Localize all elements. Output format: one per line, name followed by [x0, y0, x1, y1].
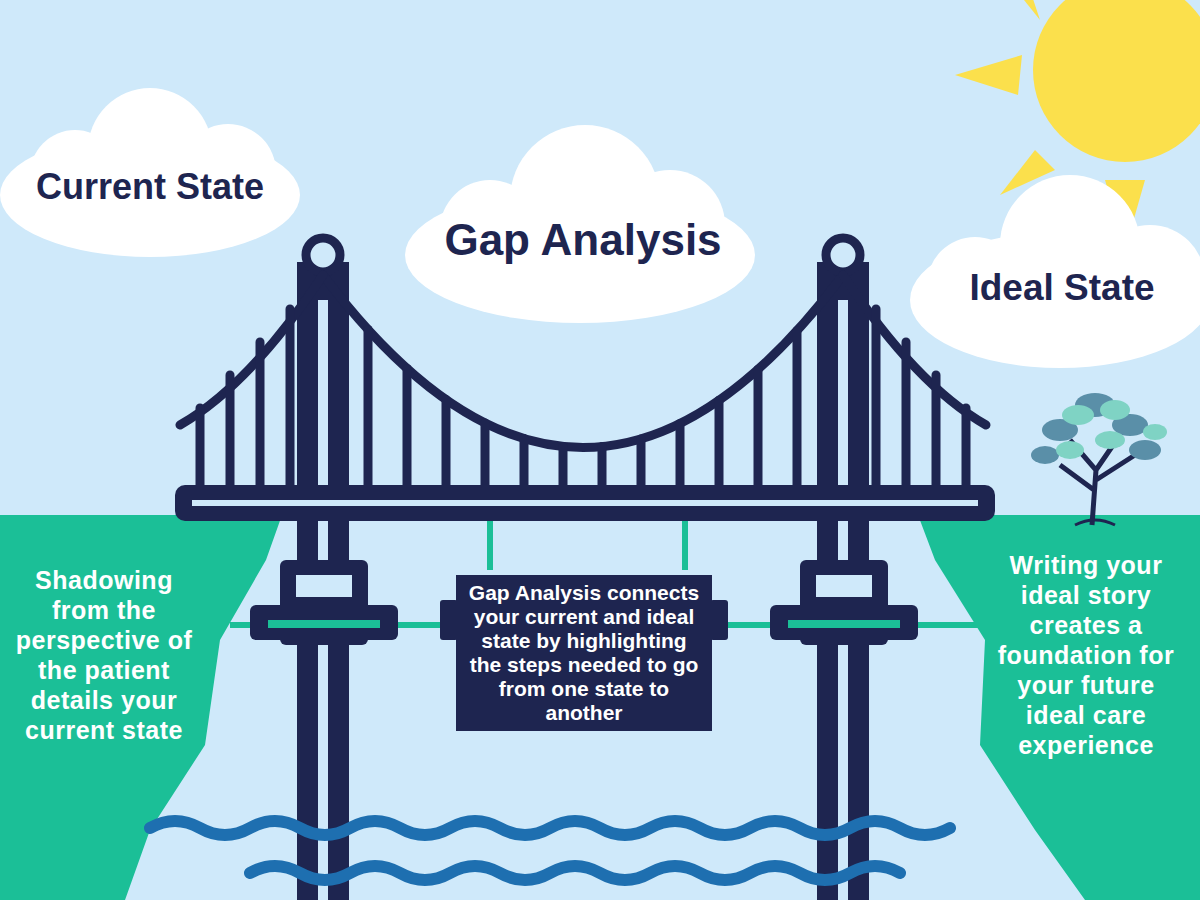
note-text: Writing your ideal story creates a found… — [986, 550, 1186, 760]
hanger — [196, 408, 205, 487]
hanger — [442, 400, 451, 487]
hanger — [481, 423, 490, 487]
state-heading: Gap Analysis — [418, 215, 748, 265]
water-waves — [150, 821, 950, 880]
note-text: Gap Analysis connects your current and i… — [464, 581, 704, 725]
hanger — [403, 368, 412, 487]
hanger — [902, 342, 911, 487]
hanger — [872, 309, 881, 487]
hanger — [559, 446, 568, 487]
state-heading: Ideal State — [917, 267, 1200, 309]
hanger — [598, 447, 607, 487]
land-note: Shadowing from the perspective of the pa… — [4, 565, 204, 745]
note-text: Shadowing from the perspective of the pa… — [4, 565, 204, 745]
cloud-label: Current State — [5, 166, 295, 208]
cables — [180, 275, 986, 487]
cloud-label: Ideal State — [917, 267, 1200, 309]
hanger — [932, 375, 941, 487]
hanger — [286, 309, 295, 487]
towers — [250, 238, 918, 900]
land — [0, 515, 1200, 900]
state-heading: Current State — [5, 166, 295, 208]
hanger — [715, 400, 724, 487]
hanger — [520, 439, 529, 487]
hanger — [793, 331, 802, 487]
land-note: Writing your ideal story creates a found… — [986, 550, 1186, 760]
hanger — [962, 408, 971, 487]
hanger — [364, 330, 373, 487]
hanger — [637, 439, 646, 487]
tree — [1031, 393, 1167, 525]
clouds — [0, 88, 1200, 368]
hanger — [676, 423, 685, 487]
cloud-label: Gap Analysis — [418, 215, 748, 265]
hanger — [256, 342, 265, 487]
hanger — [226, 375, 235, 487]
deck — [175, 485, 995, 521]
gap-box: Gap Analysis connects your current and i… — [456, 575, 712, 731]
hanger — [754, 369, 763, 487]
